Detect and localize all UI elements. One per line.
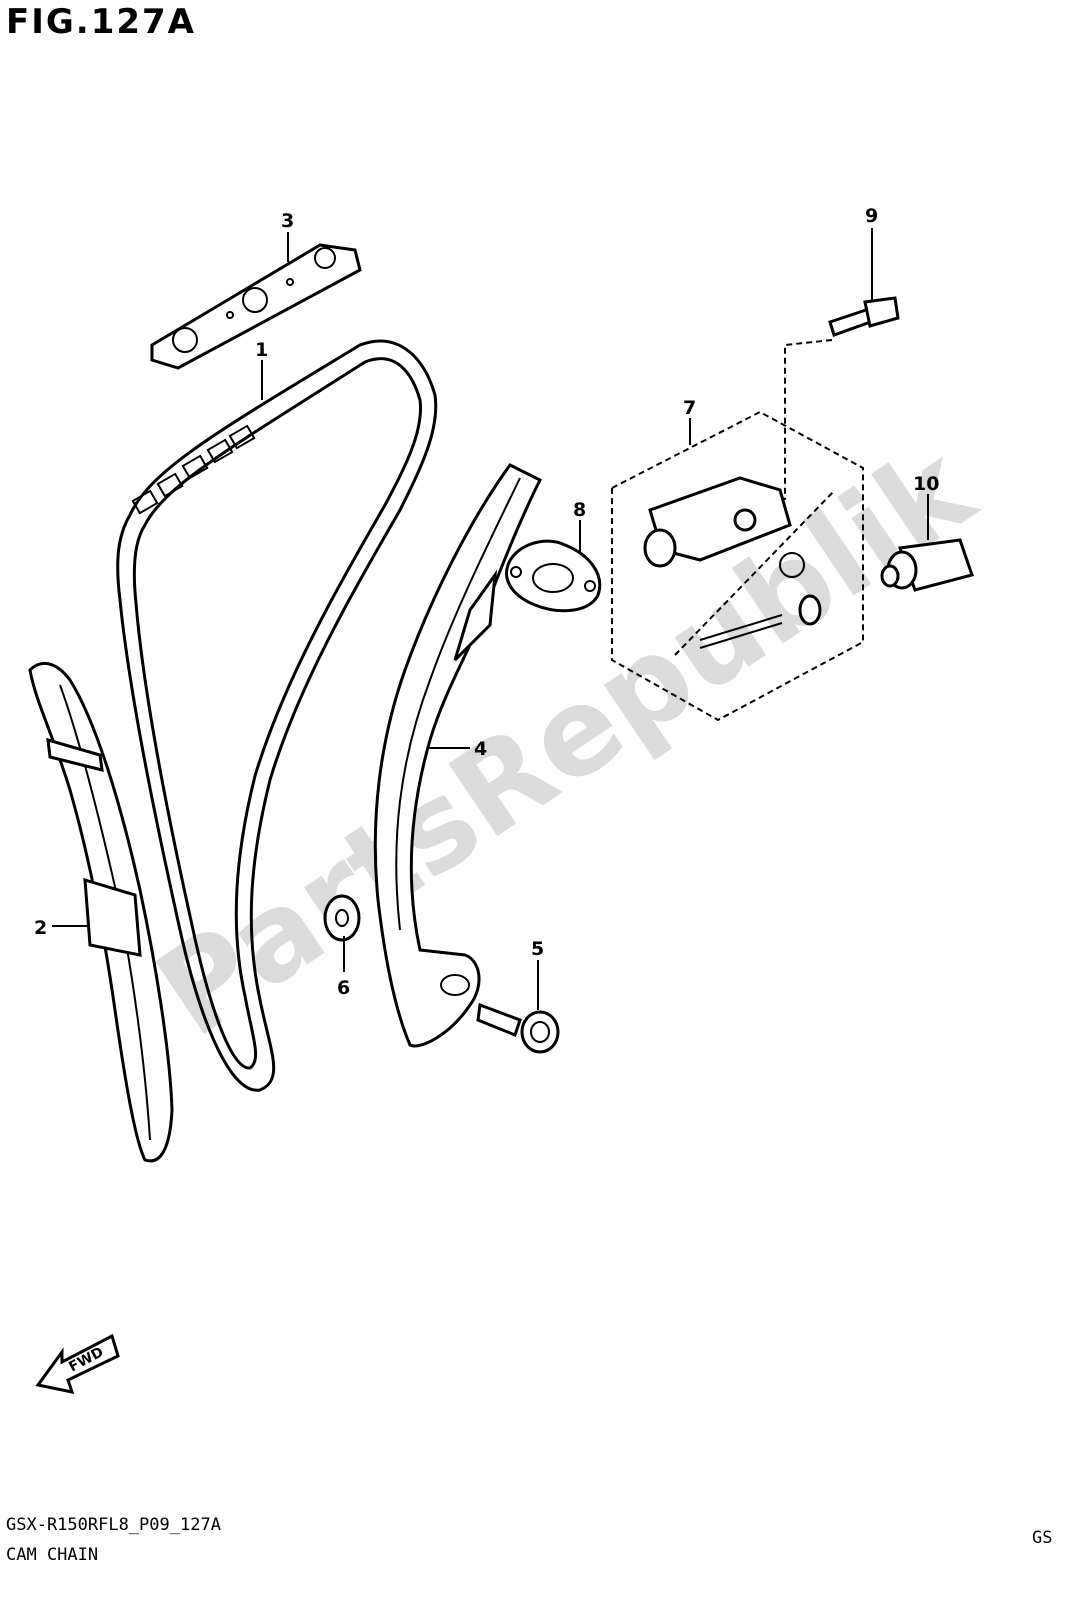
figure-title: FIG.127A bbox=[6, 2, 196, 42]
callout-9: 9 bbox=[865, 205, 878, 227]
part-6-washer bbox=[323, 894, 361, 942]
part-2-chain-guide-left bbox=[28, 661, 174, 1163]
part-3-guide-plate bbox=[150, 243, 362, 370]
callout-1: 1 bbox=[255, 339, 268, 361]
fwd-arrow-icon: FWD bbox=[35, 1333, 120, 1394]
watermark: PartsRepublik bbox=[133, 418, 998, 1064]
callout-8: 8 bbox=[573, 499, 586, 521]
part-10-cap bbox=[880, 538, 974, 592]
callout-7: 7 bbox=[683, 397, 696, 419]
figure-code: GSX-R150RFL8_P09_127A bbox=[6, 1515, 221, 1535]
part-7-tensioner-assembly bbox=[611, 410, 864, 722]
callout-3: 3 bbox=[281, 210, 294, 232]
callout-5: 5 bbox=[531, 938, 544, 960]
callout-6: 6 bbox=[337, 977, 350, 999]
region-code: GS bbox=[1032, 1528, 1053, 1548]
part-8-gasket bbox=[505, 539, 602, 613]
figure-name: CAM CHAIN bbox=[6, 1545, 99, 1565]
leader-lines bbox=[52, 228, 929, 1010]
part-9-bolt bbox=[784, 296, 900, 500]
callout-4: 4 bbox=[474, 738, 487, 760]
part-4-chain-guide-right bbox=[373, 463, 543, 1048]
callout-2: 2 bbox=[34, 917, 47, 939]
part-1-cam-chain bbox=[116, 339, 438, 1092]
part-5-bolt bbox=[476, 1002, 560, 1054]
callout-10: 10 bbox=[913, 473, 939, 495]
